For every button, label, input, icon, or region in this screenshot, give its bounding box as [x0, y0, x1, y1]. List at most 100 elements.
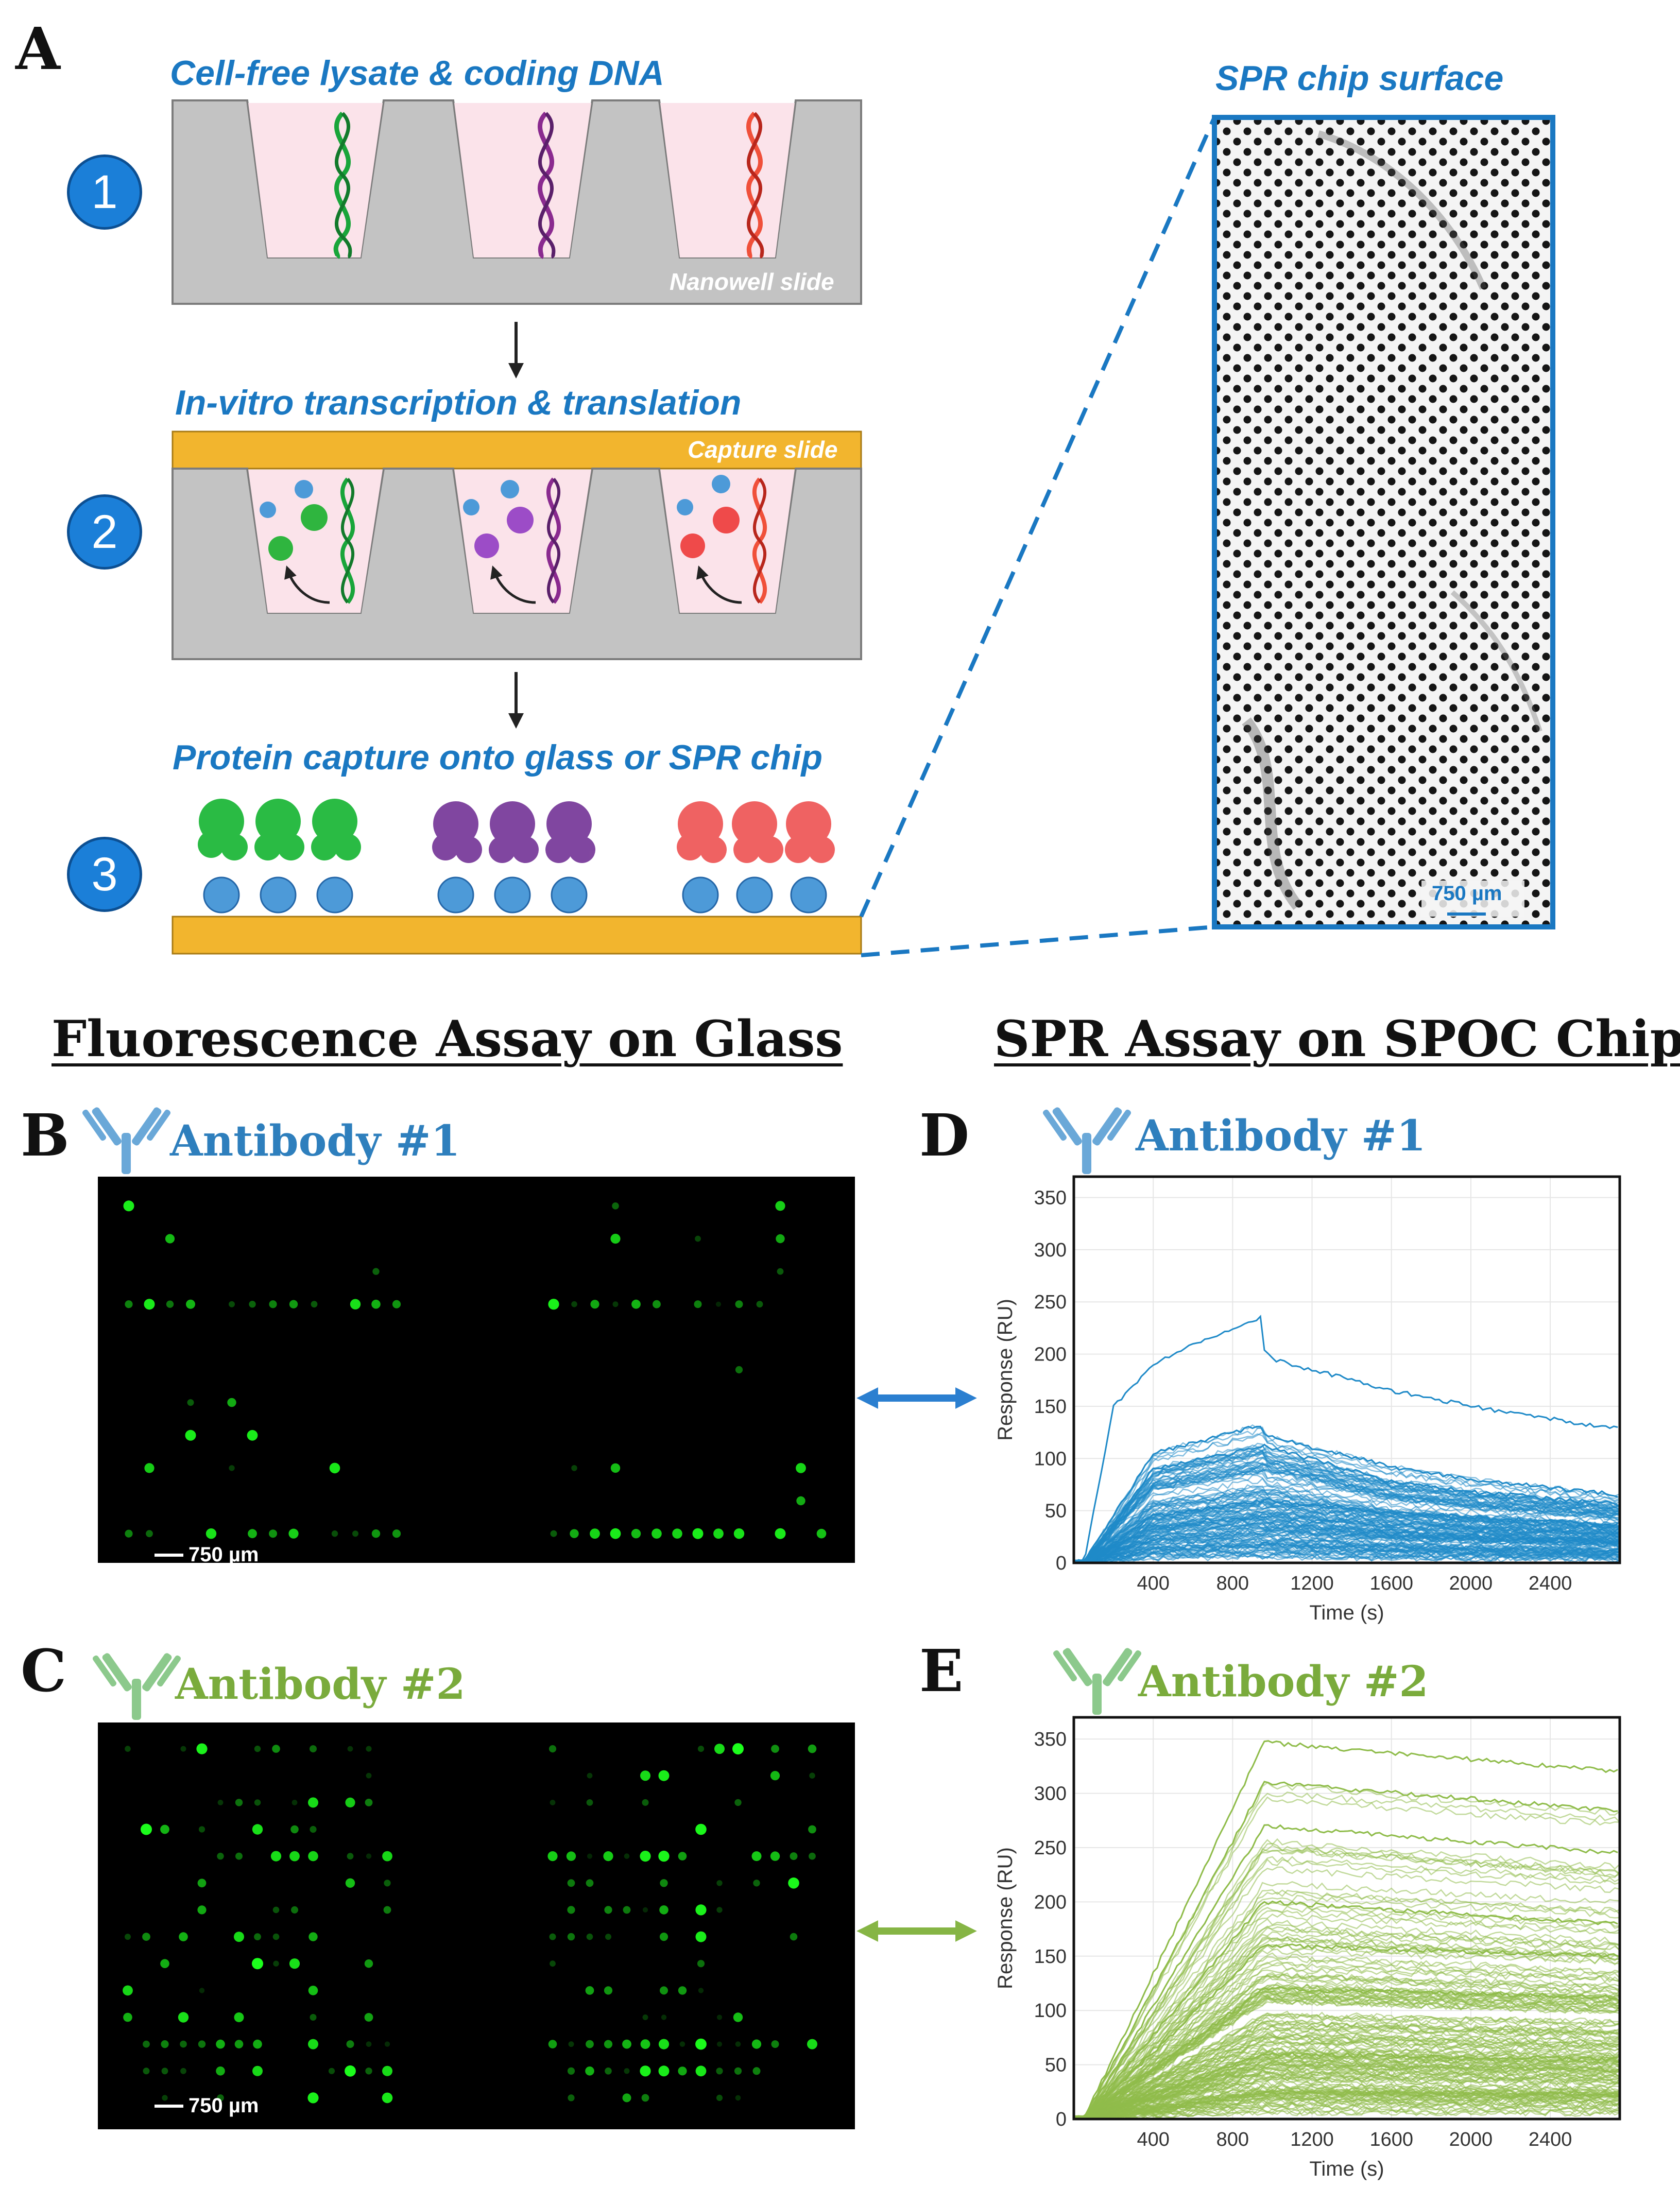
antibody-icon: [1042, 1107, 1132, 1174]
fluorescent-spot: [586, 1799, 593, 1806]
captured-proteins: [198, 799, 835, 914]
fluorescent-spot: [198, 2040, 206, 2048]
step-2-badge: 2: [67, 494, 142, 570]
fluorescent-spot: [328, 2068, 335, 2074]
fluorescent-spot: [382, 2065, 392, 2076]
fluorescent-spot: [371, 1299, 381, 1309]
sensorgram-trace: [1074, 1796, 1620, 2119]
sensorgram-trace: [1074, 1894, 1620, 2119]
fluorescent-spot: [587, 1772, 593, 1779]
fluorescent-spot: [216, 2066, 225, 2076]
fluorescent-spot: [716, 1907, 723, 1913]
step-3-title: Protein capture onto glass or SPR chip: [173, 738, 822, 777]
fluorescent-spot: [196, 1743, 208, 1754]
sensorgram-series: [1076, 1900, 1618, 2119]
fluorescent-spot: [292, 1800, 298, 1805]
fluorescent-spot: [123, 1985, 133, 1996]
sensorgram-series: [1078, 1740, 1618, 2119]
fluorescent-spot: [310, 1745, 317, 1753]
x-tick-label: 2400: [1529, 2129, 1572, 2150]
fluorescent-spot: [678, 2066, 687, 2076]
fluorescent-spot: [272, 1933, 280, 1940]
y-tick-label: 100: [1034, 2000, 1067, 2022]
fluorescence-image-2: [98, 1722, 855, 2129]
fluorescent-spot: [234, 1932, 244, 1942]
sensorgram-trace: [1074, 1461, 1620, 1563]
sensorgram-trace: [1074, 1856, 1620, 2119]
y-tick-label: 300: [1034, 1783, 1067, 1805]
fluorescent-spot: [310, 1825, 317, 1833]
fluorescence-image-1: [98, 1177, 855, 1563]
fluorescent-spot: [642, 1907, 648, 1913]
section-title-spr: SPR Assay on SPOC Chip: [994, 1010, 1680, 1068]
fluorescent-spot: [365, 2068, 372, 2075]
sensorgram-series: [1074, 1943, 1618, 2118]
y-tick-label: 250: [1034, 1291, 1067, 1313]
fluorescent-spot: [198, 1826, 205, 1833]
fluorescent-spot: [733, 2012, 743, 2022]
sensorgram-trace: [1074, 1989, 1620, 2119]
fluorescent-spot: [586, 2040, 594, 2048]
fluorescent-spot: [659, 1933, 668, 1941]
capture-slide: [172, 430, 862, 470]
x-tick-label: 1600: [1369, 1573, 1413, 1594]
fluorescent-spot: [308, 1797, 318, 1808]
fluorescent-spot: [809, 1852, 816, 1860]
x-axis-label: Time (s): [1309, 2158, 1384, 2180]
fluorescent-spot: [143, 2040, 150, 2048]
fluorescent-spot: [252, 2065, 263, 2076]
fluorescent-spot: [771, 2040, 779, 2048]
fluorescent-spot: [571, 1465, 577, 1471]
fluorescent-spot: [289, 1300, 298, 1308]
fluorescent-spot: [586, 1879, 594, 1887]
sensorgram-trace: [1074, 1426, 1620, 1563]
fluorescent-spot: [235, 1799, 243, 1806]
fluorescent-spot: [235, 1852, 243, 1860]
fluorescent-spot: [160, 1959, 169, 1968]
fluorescent-spot: [658, 2039, 670, 2049]
fluorescent-spot: [771, 1745, 779, 1753]
sensorgram-series: [1074, 1824, 1618, 2119]
fluorescent-spot: [289, 1958, 300, 1969]
panel-letter-b: B: [21, 1102, 70, 1169]
y-tick-label: 250: [1034, 1837, 1067, 1859]
fluorescent-spot: [660, 1986, 668, 1995]
fluorescent-spot: [610, 1463, 621, 1473]
fluorescence-scale-label-c: 750 µm: [188, 2094, 259, 2117]
fluorescent-spot: [642, 2014, 648, 2020]
antibody-2-label-c: Antibody #2: [175, 1660, 466, 1709]
sensorgram-trace: [1074, 1976, 1620, 2119]
fluorescent-spot: [716, 2094, 723, 2101]
fluorescent-spot: [716, 2041, 723, 2047]
fluorescent-spot: [199, 1988, 205, 1993]
fluorescent-spot: [143, 2068, 150, 2075]
sensorgram-trace: [1074, 1462, 1620, 1563]
fluorescent-spot: [697, 1960, 705, 1968]
fluorescent-spot: [347, 1853, 354, 1860]
fluorescent-spot: [384, 1880, 391, 1887]
panel-letter-d: D: [919, 1102, 970, 1169]
fluorescent-spot: [160, 1824, 169, 1834]
fluorescent-spot: [249, 1301, 256, 1308]
fluorescent-spot: [308, 1932, 318, 1941]
fluorescent-spot: [162, 2095, 168, 2101]
fluorescent-spot: [612, 1202, 619, 1210]
sensorgram-trace: [1074, 1842, 1620, 2119]
antibody-2-label-e: Antibody #2: [1138, 1657, 1429, 1707]
fluorescent-spot: [568, 2041, 574, 2047]
fluorescent-spot: [622, 2093, 631, 2103]
fluorescent-spot: [217, 2094, 224, 2101]
fluorescent-spot: [631, 1529, 641, 1539]
fluorescent-spot: [775, 1201, 785, 1211]
y-tick-label: 100: [1034, 1448, 1067, 1470]
fluorescent-spot: [331, 1530, 338, 1537]
sensorgram-trace: [1074, 1998, 1620, 2119]
fluorescent-spot: [234, 2012, 244, 2022]
fluorescent-spot: [269, 1300, 277, 1308]
sensorgram-trace: [1074, 2012, 1620, 2119]
x-tick-label: 400: [1137, 2129, 1169, 2150]
fluorescent-spot: [366, 1772, 372, 1779]
sensorgram-trace: [1074, 1838, 1620, 2119]
fluorescent-spot: [310, 2014, 317, 2021]
fluorescent-spot: [642, 1799, 649, 1806]
